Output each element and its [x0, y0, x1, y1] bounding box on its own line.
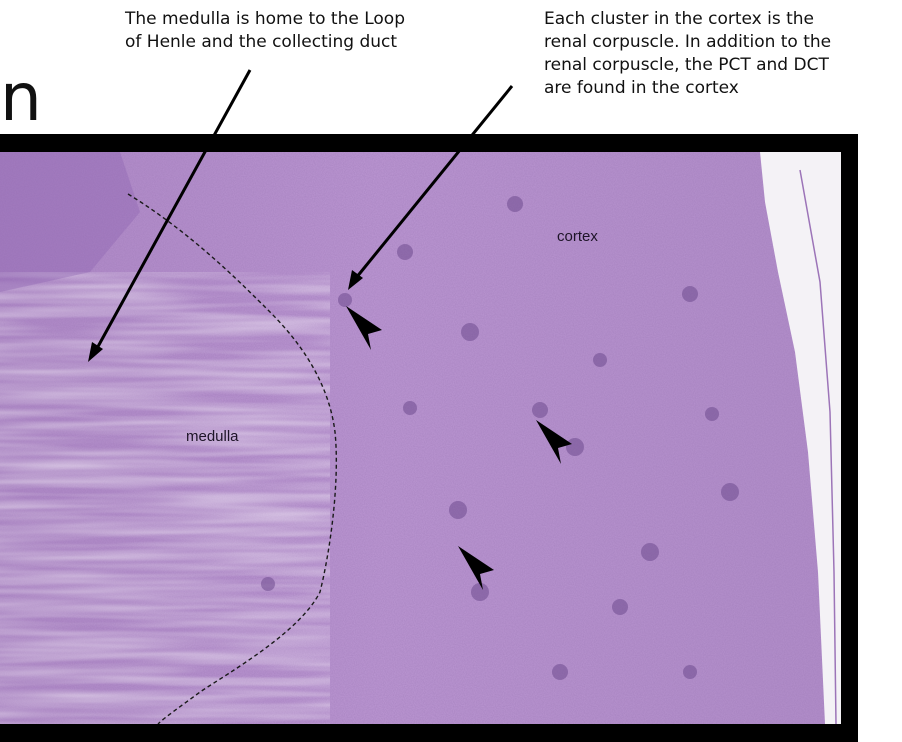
title-fragment: n: [0, 59, 42, 136]
callout-cortex-text: Each cluster in the cortex is the renal …: [544, 8, 831, 100]
callout-medulla-line-1: The medulla is home to the Loop: [125, 9, 405, 29]
callout-cortex-line-2: renal corpuscle. In addition to the: [544, 32, 832, 52]
renal-corpuscle: [532, 402, 548, 418]
renal-corpuscle: [683, 665, 697, 679]
renal-corpuscle: [461, 323, 479, 341]
renal-corpuscle: [705, 407, 719, 421]
kidney-micrograph: cortex medulla: [0, 152, 841, 724]
capsule-edge: [799, 169, 837, 724]
renal-corpuscle: [397, 244, 413, 260]
label-medulla: medulla: [186, 428, 239, 445]
renal-corpuscle: [471, 583, 489, 601]
renal-corpuscle: [612, 599, 628, 615]
renal-corpuscle: [338, 293, 352, 307]
medulla-streaks: [0, 272, 330, 724]
renal-corpuscle: [566, 438, 584, 456]
callout-medulla-text: The medulla is home to the Loop of Henle…: [125, 8, 405, 54]
renal-corpuscle: [641, 543, 659, 561]
renal-corpuscle: [403, 401, 417, 415]
renal-corpuscle: [593, 353, 607, 367]
callout-cortex-line-3: renal corpuscle, the PCT and DCT: [544, 55, 829, 75]
renal-corpuscle: [682, 286, 698, 302]
micrograph-drawing: [0, 152, 841, 724]
renal-corpuscle: [449, 501, 467, 519]
renal-corpuscle: [507, 196, 523, 212]
renal-corpuscle: [261, 577, 275, 591]
renal-corpuscle: [721, 483, 739, 501]
callout-cortex-line-1: Each cluster in the cortex is the: [544, 9, 815, 29]
callout-cortex-line-4: are found in the cortex: [544, 78, 739, 98]
renal-corpuscle: [552, 664, 568, 680]
label-cortex: cortex: [557, 228, 598, 245]
callout-medulla-line-2: of Henle and the collecting duct: [125, 32, 398, 52]
